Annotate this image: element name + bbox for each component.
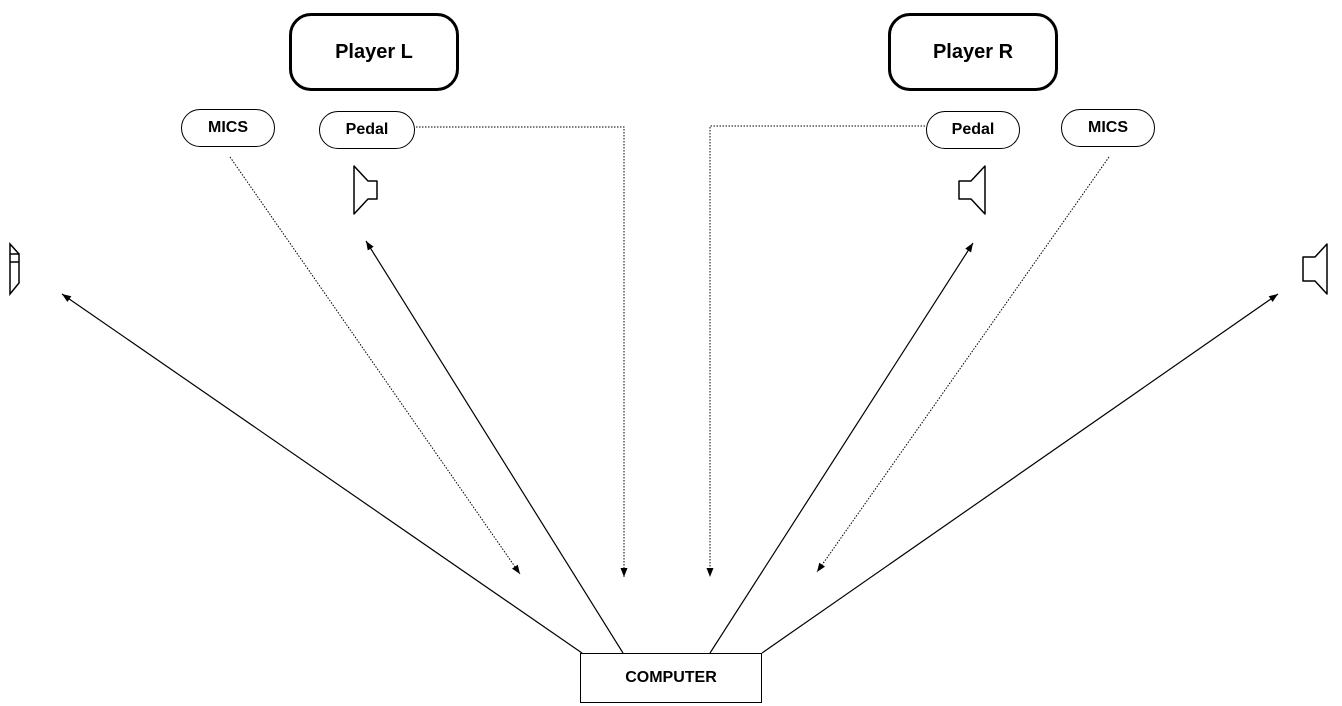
speaker-icon-center-left (353, 165, 378, 215)
computer-box: COMPUTER (580, 653, 762, 703)
pedal-left-node: Pedal (319, 111, 415, 149)
mics-right-node: MICS (1061, 109, 1155, 147)
line-mics-left-to-computer (229, 156, 521, 575)
mics-left-node: MICS (181, 109, 275, 147)
line-pedal-left-to-computer (416, 126, 628, 577)
player-left-label: Player L (335, 40, 413, 63)
mics-left-label: MICS (208, 119, 248, 136)
line-computer-far-left-speaker (61, 293, 583, 654)
computer-label: COMPUTER (625, 669, 717, 686)
pedal-right-node: Pedal (926, 111, 1020, 149)
player-right-box: Player R (888, 13, 1058, 91)
speaker-icon-far-left (9, 242, 20, 297)
line-computer-center-right-speaker (709, 242, 974, 654)
pedal-left-label: Pedal (345, 121, 389, 138)
pedal-right-label: Pedal (951, 121, 995, 138)
speaker-icon-center-right (958, 165, 986, 215)
player-left-box: Player L (289, 13, 459, 91)
mics-right-label: MICS (1088, 119, 1128, 136)
speaker-icon-far-right (1302, 243, 1328, 295)
line-pedal-right-to-computer (706, 125, 925, 577)
player-right-label: Player R (932, 40, 1014, 63)
line-computer-center-left-speaker (365, 240, 624, 654)
line-mics-right-to-computer (816, 156, 1110, 573)
line-computer-far-right-speaker (761, 293, 1279, 654)
